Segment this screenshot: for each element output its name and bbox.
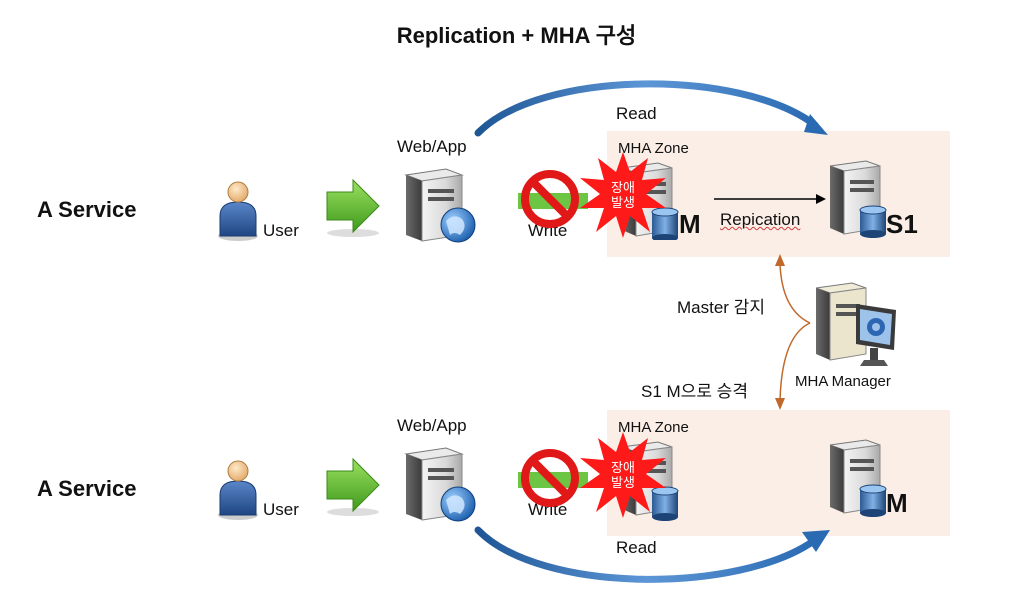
replication-arrow (714, 194, 826, 204)
master-marker-top: M (679, 209, 701, 239)
page-title: Replication + MHA 구성 (396, 23, 637, 48)
webapp-label-bottom: Web/App (397, 416, 467, 435)
master-detect-label: Master 감지 (677, 298, 765, 317)
no-entry-icon (521, 170, 579, 228)
fault-text-top: 장애 발생 (611, 180, 635, 210)
webapp-label-top: Web/App (397, 137, 467, 156)
manager-label: MHA Manager (795, 373, 891, 390)
no-entry-icon (521, 449, 579, 507)
read-arc-top (474, 80, 828, 137)
burst-icon (580, 152, 666, 238)
slave-marker-top: S1 (886, 209, 918, 239)
mha-zone-label-bottom: MHA Zone (618, 419, 689, 436)
user-icon (218, 181, 258, 241)
read-label-top: Read (616, 104, 657, 123)
new-master-marker: M (886, 488, 908, 518)
gear-icon (867, 318, 885, 336)
manager-arrows (775, 254, 811, 410)
promote-label: S1 M으로 승격 (641, 382, 748, 401)
db-server-icon (829, 160, 887, 238)
mha-zone-label-top: MHA Zone (618, 140, 689, 157)
service-label-bottom: A Service (37, 476, 137, 501)
arrow-right-icon (326, 178, 380, 237)
manager-server-icon (815, 282, 896, 366)
db-server-icon (829, 439, 887, 517)
web-server-icon (404, 168, 476, 243)
service-label-top: A Service (37, 197, 137, 222)
arrow-right-icon (326, 457, 380, 516)
web-server-icon (404, 447, 476, 522)
read-arc-bottom (474, 526, 830, 583)
user-label-top: User (263, 221, 299, 240)
burst-icon (580, 432, 666, 518)
read-label-bottom: Read (616, 538, 657, 557)
replication-label: Repication (720, 210, 801, 229)
user-label-bottom: User (263, 500, 299, 519)
user-icon (218, 460, 258, 520)
fault-text-bottom: 장애 발생 (611, 460, 635, 490)
